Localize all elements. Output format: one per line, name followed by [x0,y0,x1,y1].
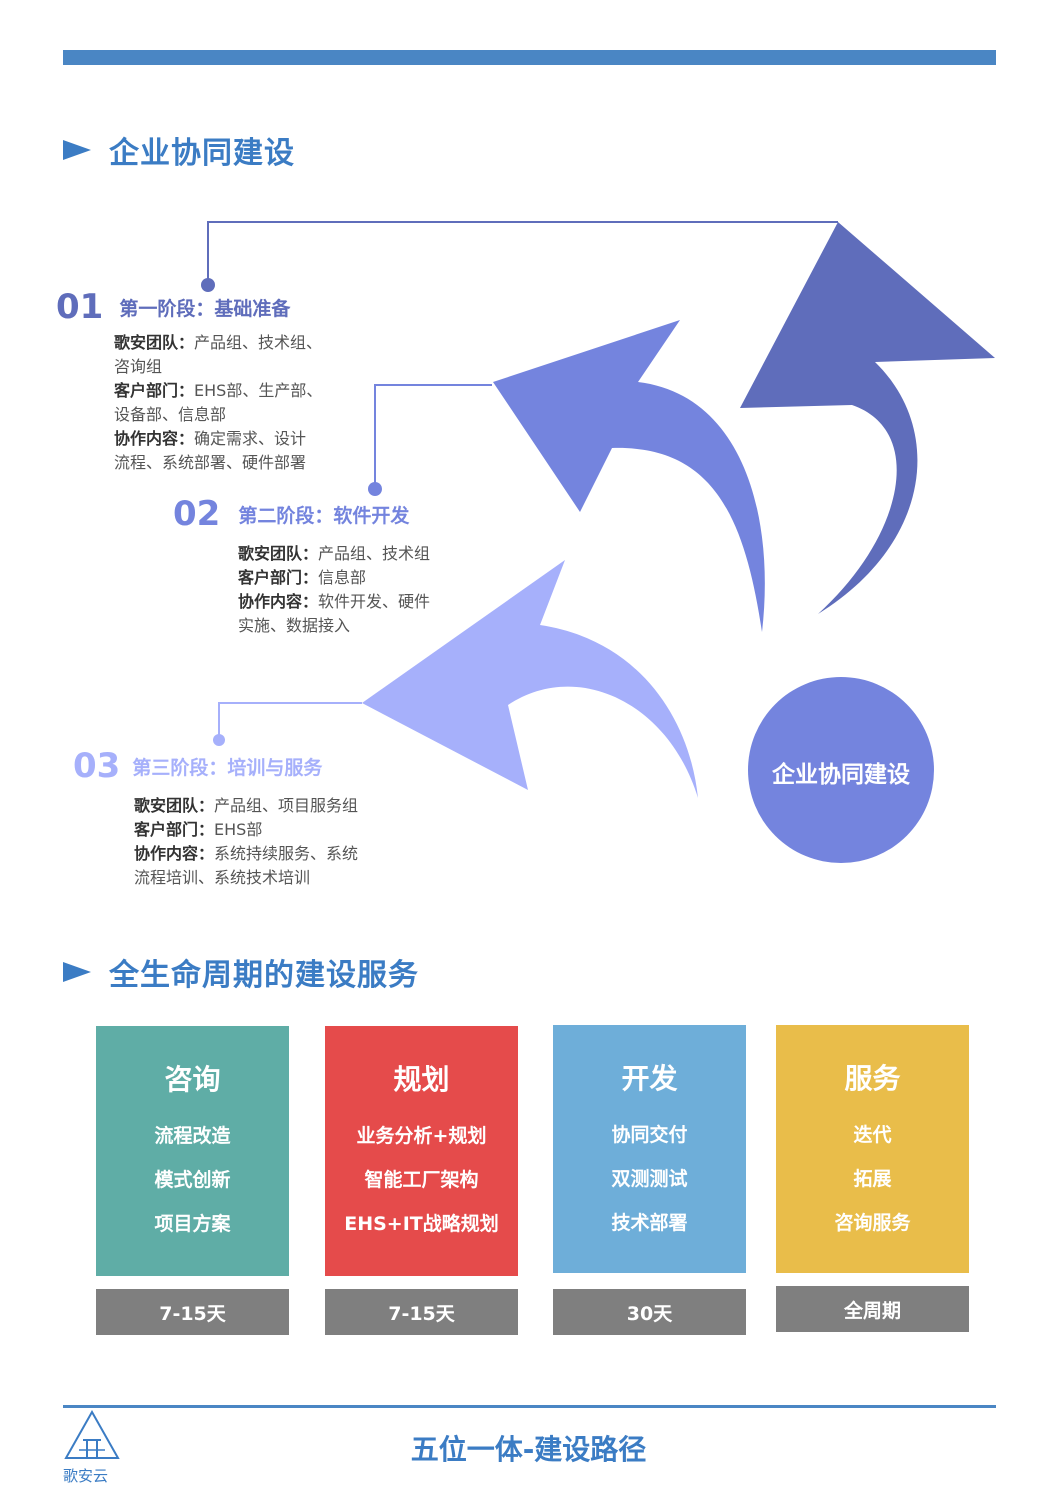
section-title: 企业协同建设 [109,136,295,171]
work-value: 软件开发、硬件 [318,592,431,611]
top-accent-bar [63,50,996,65]
stage-title: 第三阶段：培训与服务 [132,756,323,779]
work-value-cont: 实施、数据接入 [238,616,351,635]
dept-value-cont: 设备部、信息部 [114,405,227,424]
team-value: 产品组、技术组 [318,544,431,563]
logo-text: 歌安云 [63,1467,109,1485]
arrow-stage1-shape [740,222,995,614]
duration-badge: 全周期 [776,1286,969,1332]
dept-value: EHS部、生产部、 [194,381,323,400]
card-item: 技术部署 [611,1212,688,1234]
service-card-service: 服务 迭代 拓展 咨询服务 [776,1025,969,1273]
company-logo-icon [64,1410,120,1459]
team-label: 歌安团队： [134,796,215,815]
work-label: 协作内容： [134,844,215,863]
work-label: 协作内容： [114,429,195,448]
service-card-development: 开发 协同交付 双测测试 技术部署 [553,1025,746,1273]
stage-3: 03 第三阶段：培训与服务 歌安团队：产品组、项目服务组 客户部门：EHS部 协… [73,746,358,890]
triangle-bullet-icon [63,140,91,160]
collaboration-diagram [201,221,995,863]
card-title: 规划 [393,1063,450,1096]
dept-label: 客户部门： [114,381,195,400]
card-title: 咨询 [164,1063,221,1096]
connector-line-stage3 [218,702,362,740]
connector-dot-stage2 [368,482,382,496]
connector-dot-stage1 [201,278,215,292]
connector-line-stage1 [207,221,838,285]
card-item: 拓展 [853,1168,892,1190]
dept-label: 客户部门： [134,820,215,839]
center-circle-label: 企业协同建设 [772,762,910,788]
card-title: 服务 [844,1062,901,1095]
team-value-cont: 咨询组 [114,357,163,376]
work-value: 确定需求、设计 [194,429,307,448]
card-item: 协同交付 [611,1124,688,1146]
card-item: 模式创新 [154,1169,231,1191]
connector-dot-stage3 [213,734,225,746]
section-title: 全生命周期的建设服务 [109,958,419,993]
triangle-bullet-icon [63,962,91,982]
arrow-stage3-shape [362,560,698,798]
stage-title: 第二阶段：软件开发 [238,504,410,527]
stage-number: 01 [56,287,104,327]
service-card-consulting: 咨询 流程改造 模式创新 项目方案 [96,1026,289,1276]
stage-details: 歌安团队：产品组、技术组 客户部门：信息部 协作内容：软件开发、硬件 实施、数据… [238,542,430,638]
duration-badge: 7-15天 [96,1289,289,1335]
duration-badge: 30天 [553,1289,746,1335]
team-value: 产品组、项目服务组 [214,796,359,815]
center-circle [748,677,934,863]
work-label: 协作内容： [238,592,319,611]
work-value-cont: 流程培训、系统技术培训 [134,868,311,887]
arrow-stage2-shape [493,320,765,632]
footer-title: 五位一体-建设路径 [410,1433,647,1466]
team-value: 产品组、技术组、 [194,333,323,352]
work-value-cont: 流程、系统部署、硬件部署 [114,453,307,472]
card-item: 智能工厂架构 [364,1169,479,1191]
stage-details: 歌安团队：产品组、技术组、 咨询组 客户部门：EHS部、生产部、 设备部、信息部… [114,331,322,475]
service-card-planning: 规划 业务分析+规划 智能工厂架构 EHS+IT战略规划 [325,1026,518,1276]
stage-title: 第一阶段：基础准备 [119,297,291,320]
card-item: 迭代 [853,1124,892,1146]
section-heading-collaboration: 企业协同建设 [63,128,295,172]
dept-value: 信息部 [318,568,367,587]
card-item: 业务分析+规划 [356,1125,487,1147]
stage-number: 03 [73,746,121,786]
connector-line-stage2 [374,384,492,489]
stage-1: 01 第一阶段：基础准备 歌安团队：产品组、技术组、 咨询组 客户部门：EHS部… [56,287,322,475]
duration-badge: 7-15天 [325,1289,518,1335]
card-item: 流程改造 [154,1125,231,1147]
dept-value: EHS部 [214,820,263,839]
card-item: EHS+IT战略规划 [344,1213,499,1235]
team-label: 歌安团队： [238,544,319,563]
work-value: 系统持续服务、系统 [214,844,359,863]
card-item: 双测测试 [611,1168,688,1190]
footer-divider [63,1405,996,1408]
card-item: 咨询服务 [834,1212,911,1234]
card-item: 项目方案 [154,1213,231,1235]
stage-number: 02 [173,494,221,534]
team-label: 歌安团队： [114,333,195,352]
stage-details: 歌安团队：产品组、项目服务组 客户部门：EHS部 协作内容：系统持续服务、系统 … [134,794,358,890]
stage-2: 02 第二阶段：软件开发 歌安团队：产品组、技术组 客户部门：信息部 协作内容：… [173,494,430,638]
card-title: 开发 [621,1062,678,1095]
section-heading-lifecycle: 全生命周期的建设服务 [63,950,419,994]
dept-label: 客户部门： [238,568,319,587]
